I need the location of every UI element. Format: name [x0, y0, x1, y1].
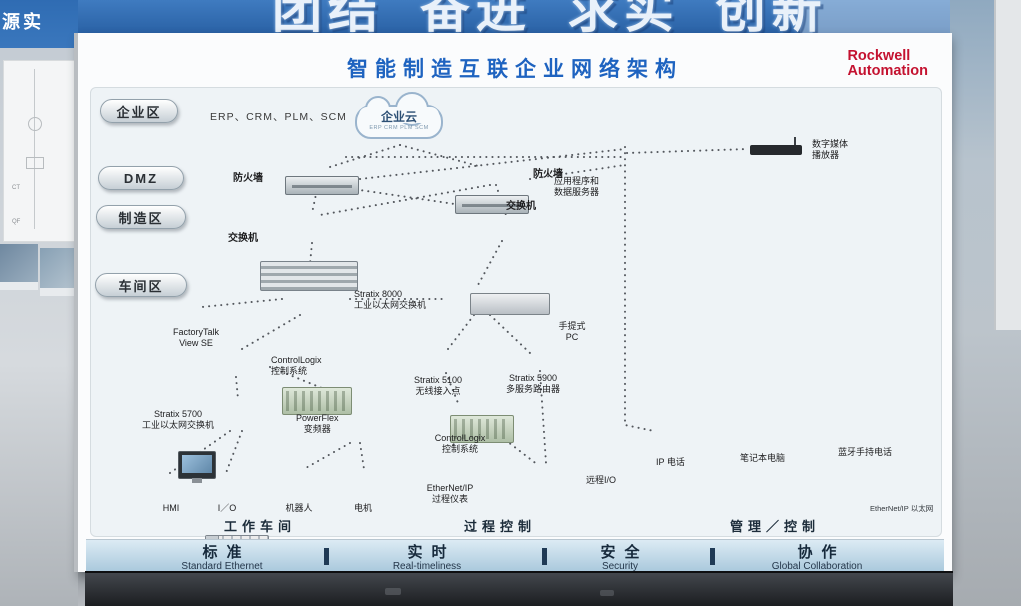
door-frame: [994, 0, 1021, 330]
stratix5100-label: Stratix 5100 无线接入点: [414, 375, 463, 397]
portable-pc-label: 手提式 PC: [558, 321, 586, 343]
controllogix-left-label: ControlLogix 控制系统: [271, 355, 322, 377]
cloud-subtitle: ERP CRM PLM SCM: [369, 124, 429, 131]
hmi-label: HMI: [162, 503, 180, 513]
zone-manufacturing: 制造区: [96, 205, 186, 229]
enterprise-cloud-icon: 企业云 ERP CRM PLM SCM: [355, 92, 443, 139]
board-stand: [85, 571, 953, 606]
strip-security: 安全 Security: [600, 544, 649, 572]
media-player-icon: [750, 137, 802, 155]
logo-line2: Automation: [847, 63, 928, 80]
stratix8000-second-icon: [450, 415, 514, 443]
section-workshop: 工作车间: [223, 519, 296, 534]
powerflex-label: PowerFlex 变频器: [296, 413, 339, 435]
handheld-phone-label: 蓝牙手持电话: [838, 447, 893, 457]
logo-line1: Rockwell: [847, 48, 911, 64]
strip-standard: 标准 Standard Ethernet: [181, 544, 263, 572]
robot-label: 机器人: [285, 503, 313, 513]
switch-left-label: 交换机: [228, 233, 258, 244]
cloud-side-text: ERP、CRM、PLM、SCM: [210, 111, 347, 123]
firewall-left-icon: [285, 176, 359, 195]
firewall-left-label: 防火墙: [233, 173, 263, 184]
right-wall: [950, 0, 1021, 606]
io-label: I／O: [217, 503, 237, 513]
schematic-label-qf: QF: [12, 219, 21, 225]
strip-separator: [710, 548, 715, 565]
stratix8000-label: Stratix 8000 工业以太网交换机: [354, 289, 427, 311]
notebook-label: 笔记本电脑: [740, 453, 786, 463]
ip-phone-label: IP 电话: [656, 457, 685, 467]
cloud-mask: [359, 107, 439, 123]
rockwell-automation-logo: Rockwell Automation: [847, 48, 928, 80]
strip-realtime: 实时 Real-timeliness: [392, 544, 462, 572]
cloud-text: 企业云 ERP CRM PLM SCM: [357, 101, 441, 137]
switch-left-icon: [260, 261, 358, 291]
schematic-poster: CT QF: [3, 60, 75, 242]
switch-right-icon: [470, 293, 550, 315]
stratix5700-label: Stratix 5700 工业以太网交换机: [142, 409, 215, 431]
machine-label: 电机: [353, 503, 372, 513]
ethernet-ip-label: EtherNet/IP 过程仪表: [426, 483, 474, 505]
schematic-label-ct: CT: [12, 185, 20, 191]
strip-separator: [324, 548, 329, 565]
section-management: 管理／控制: [729, 519, 820, 534]
network-architecture-board: 智能制造互联企业网络架构 Rockwell Automation: [78, 33, 952, 572]
section-process: 过程控制: [463, 519, 536, 534]
schematic-circle: [28, 117, 42, 131]
schematic-line: [34, 69, 35, 229]
firewall-right-icon: [455, 195, 529, 214]
cloud-name: 企业云: [380, 109, 417, 124]
zone-enterprise: 企业区: [100, 99, 178, 123]
wall-photo: [0, 244, 38, 290]
banner-slogan: 团结 奋进 求实 创新: [272, 0, 828, 33]
wall-photo: [40, 248, 76, 296]
schematic-box: [26, 157, 44, 169]
ethernet-note: EtherNet/IP 以太网: [870, 504, 934, 513]
zone-dmz: DMZ: [98, 166, 184, 190]
strip-collaboration: 协作 Global Collaboration: [771, 544, 863, 572]
factorytalk-monitor-icon: [178, 451, 216, 483]
firewall-right-label: 防火墙: [533, 169, 563, 180]
switch-right-label: 交换机: [506, 201, 536, 212]
page-title: 智能制造互联企业网络架构: [347, 58, 683, 81]
top-banner: 团结 奋进 求实 创新: [0, 0, 1021, 33]
zone-workshop: 车间区: [95, 273, 187, 297]
factorytalk-label: FactoryTalk View SE: [172, 327, 219, 349]
strip-separator: [542, 548, 547, 565]
value-strip: 标准 Standard Ethernet 实时 Real-timeliness …: [86, 539, 944, 572]
left-wall-sign: 源实: [0, 0, 78, 48]
controllogix-center-label: ControlLogix 控制系统: [434, 433, 486, 455]
stratix8000-icon: [282, 387, 352, 415]
remote-io-label: 远程I/O: [586, 475, 617, 485]
app-server-label: 应用程序和 数据服务器: [554, 176, 600, 198]
media-player-label: 数字媒体 播放器: [812, 139, 849, 161]
left-wall: 源实 CT QF: [0, 0, 78, 606]
left-wall-sign-text: 源实: [2, 12, 44, 32]
stratix5900-label: Stratix 5900 多服务路由器: [506, 373, 561, 395]
